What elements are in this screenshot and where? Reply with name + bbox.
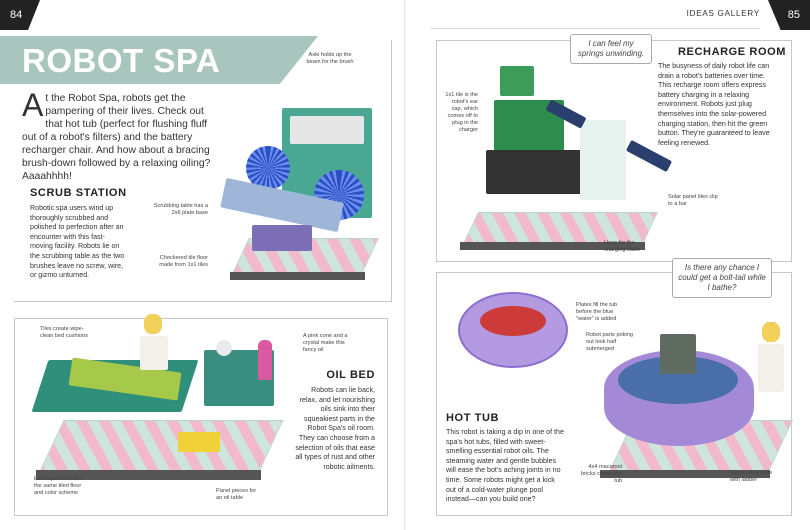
annot-plates: Plates fill the tub before the blue "wat…	[576, 302, 618, 322]
robot-feet	[178, 432, 220, 452]
tub-attendant-minifig	[762, 322, 780, 342]
hot-tub-base	[600, 470, 770, 478]
annot-steps: Steps are a plate with ladder	[730, 470, 773, 483]
running-head-rule	[430, 28, 760, 29]
page-title: ROBOT SPA	[22, 42, 221, 79]
annot-room: Each spa room has the same tiled floor a…	[34, 476, 83, 496]
annot-parts: Robot parts poking out look half submerg…	[586, 332, 633, 352]
oil-bed-body: Robots can lie back, relax, and let nour…	[295, 386, 375, 471]
recharge-room-body: The busyness of daily robot life can dra…	[658, 62, 770, 147]
attendant-body	[140, 336, 168, 370]
hot-tub-frame	[436, 272, 792, 516]
hot-tub-title: HOT TUB	[446, 412, 500, 424]
tub-attendant-body	[758, 344, 784, 392]
recharge-base	[460, 242, 645, 250]
scrub-base	[230, 272, 365, 280]
hot-tub-speech-bubble: Is there any chance I could get a bolt-t…	[672, 258, 772, 298]
recharge-room-title: RECHARGE ROOM	[678, 46, 787, 58]
hot-tub-body: This robot is taking a dip in one of the…	[446, 428, 564, 504]
recharge-speech-bubble: I can feel my springs unwinding.	[570, 34, 652, 64]
running-head: IDEAS GALLERY	[686, 9, 760, 18]
annot-cone: A pink cone and a crystal make this fanc…	[303, 333, 348, 353]
annot-solar: Solar panel tiles clip to a bar	[668, 194, 718, 207]
annot-panel: Panel pieces for an oil table	[216, 488, 257, 501]
charging-chair	[486, 150, 582, 194]
intro-text: t the Robot Spa, robots get the pamperin…	[22, 93, 211, 182]
robot-head	[500, 66, 534, 96]
oil-jar	[216, 340, 232, 356]
annot-floor: Checkered tile floor made from 1x1 tiles	[159, 255, 208, 268]
left-bottom-frame	[14, 318, 388, 516]
intro-dropcap: A	[22, 87, 44, 123]
annot-axle: Axle holds up the beam for the brush	[306, 52, 354, 65]
headline-banner	[0, 36, 318, 84]
scrub-station-body: Robotic spa users wind up thoroughly scr…	[30, 204, 125, 280]
oil-base	[36, 470, 261, 480]
annot-tiles: Tiles create wipe-clean bed cushions	[40, 326, 88, 339]
tub-closeup-plates	[480, 306, 546, 336]
annot-hose: Hose for the charging cable	[604, 240, 641, 253]
oil-bottle	[258, 340, 272, 380]
left-page-number: 84	[0, 0, 40, 30]
scrub-station-title: SCRUB STATION	[30, 187, 127, 199]
attendant-minifig	[144, 314, 162, 334]
annot-ear-cap: 1x1 tile is the robot's ear cap, which c…	[445, 92, 478, 133]
gutter	[404, 0, 406, 530]
right-page-number: 85	[768, 0, 810, 30]
scrub-control-panel	[290, 116, 364, 144]
annot-macaroni: 4x4 macaroni bricks create the tub	[580, 464, 622, 484]
left-top-frame	[14, 40, 392, 302]
oil-bed-title: OIL BED	[326, 369, 375, 381]
charging-station	[580, 120, 626, 200]
annot-scrubbing-table: Scrubbing table has a 2x6 plate base	[153, 203, 208, 216]
bathing-robot	[660, 334, 696, 374]
scrub-table	[252, 225, 312, 251]
